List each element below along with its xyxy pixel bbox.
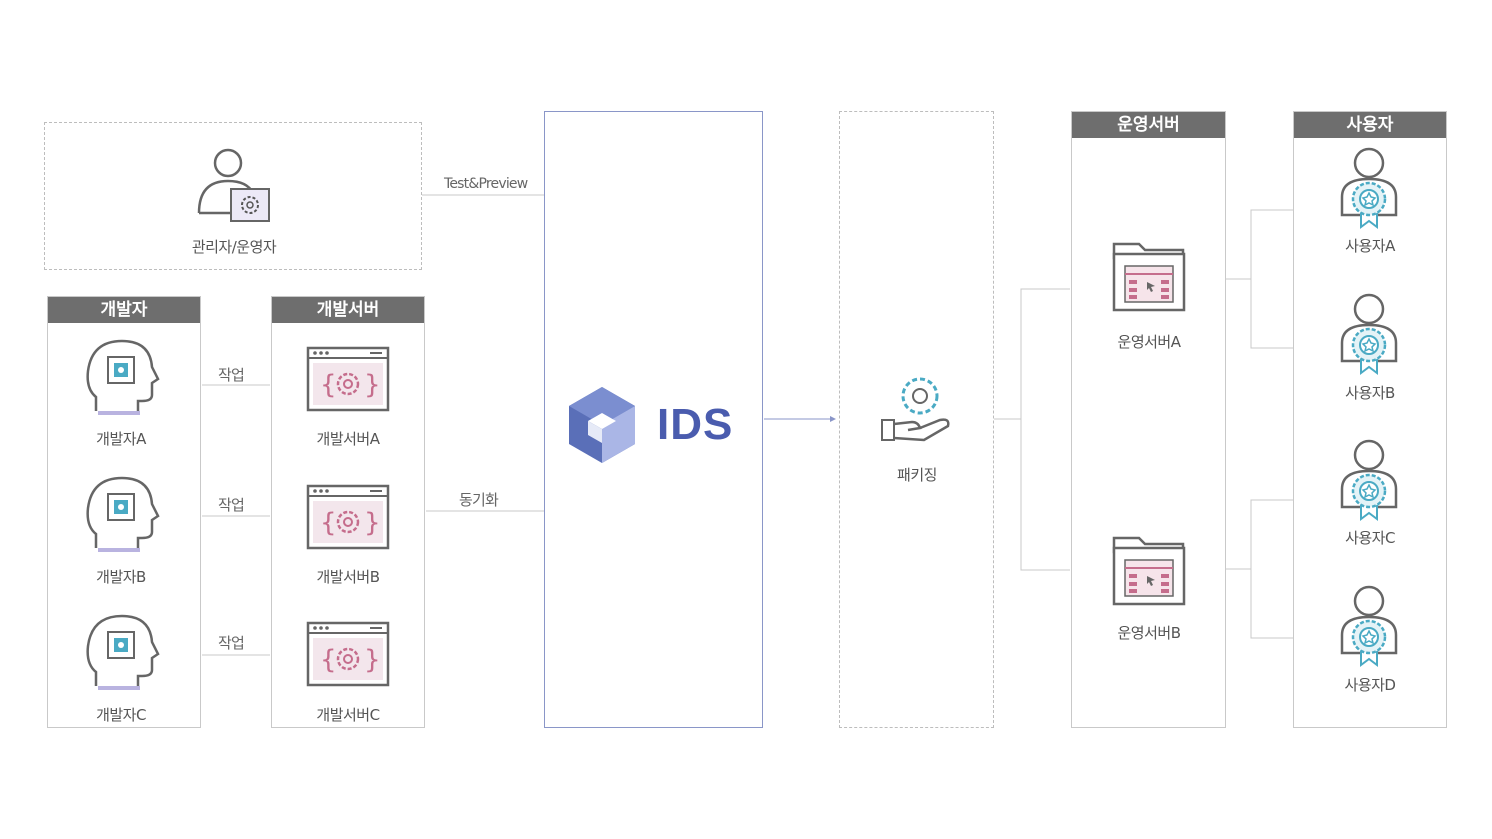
- admin-box: 관리자/운영자: [44, 122, 422, 270]
- svg-text:}: }: [364, 508, 381, 538]
- ops-server-a-label: 운영서버A: [1117, 333, 1181, 351]
- user-b-label: 사용자B: [1345, 384, 1395, 402]
- packaging-label: 패키징: [897, 466, 937, 484]
- svg-text:}: }: [364, 645, 381, 675]
- developers-header: 개발자: [48, 297, 200, 323]
- packaging-box: 패키징: [839, 111, 994, 728]
- ops-servers-header: 운영서버: [1072, 112, 1225, 138]
- svg-text:{: {: [320, 645, 337, 675]
- code-window-icon: { }: [306, 484, 390, 550]
- sync-label: 동기화: [459, 491, 499, 509]
- dev-server-a-label: 개발서버A: [316, 430, 380, 448]
- developer-head-icon: [86, 614, 160, 690]
- users-header: 사용자: [1294, 112, 1446, 138]
- developer-head-icon: [86, 476, 160, 552]
- developer-head-icon: [86, 339, 160, 415]
- dev-server-c-label: 개발서버C: [316, 706, 380, 724]
- ids-box: IDS: [544, 111, 763, 728]
- dev-servers-header: 개발서버: [272, 297, 424, 323]
- user-a-label: 사용자A: [1345, 237, 1395, 255]
- code-window-icon: { }: [306, 621, 390, 687]
- admin-label: 관리자/운영자: [191, 238, 277, 256]
- dev-server-b-label: 개발서버B: [316, 568, 381, 586]
- work-label: 작업: [218, 634, 245, 652]
- admin-user-icon: [197, 148, 270, 222]
- test-preview-label: Test&Preview: [444, 176, 528, 192]
- developer-b-label: 개발자B: [96, 568, 146, 586]
- svg-text:}: }: [364, 370, 381, 400]
- packaging-hand-gear-icon: [881, 377, 950, 442]
- ops-servers-panel: 운영서버: [1071, 111, 1226, 728]
- ids-logo-text: IDS: [657, 400, 734, 449]
- user-c-label: 사용자C: [1345, 529, 1395, 547]
- developer-a-label: 개발자A: [96, 430, 146, 448]
- ids-cube-logo: [569, 387, 635, 463]
- ops-server-b-label: 운영서버B: [1117, 624, 1182, 642]
- folder-server-icon: [1112, 242, 1186, 312]
- user-badge-icon: [1340, 293, 1398, 375]
- user-badge-icon: [1340, 439, 1398, 521]
- work-label: 작업: [218, 496, 245, 514]
- code-window-icon: { }: [306, 346, 390, 412]
- developer-c-label: 개발자C: [96, 706, 146, 724]
- user-badge-icon: [1340, 585, 1398, 667]
- work-label: 작업: [218, 366, 245, 384]
- user-badge-icon: [1340, 147, 1398, 229]
- svg-text:{: {: [320, 508, 337, 538]
- svg-text:{: {: [320, 370, 337, 400]
- folder-server-icon: [1112, 536, 1186, 606]
- user-d-label: 사용자D: [1344, 676, 1396, 694]
